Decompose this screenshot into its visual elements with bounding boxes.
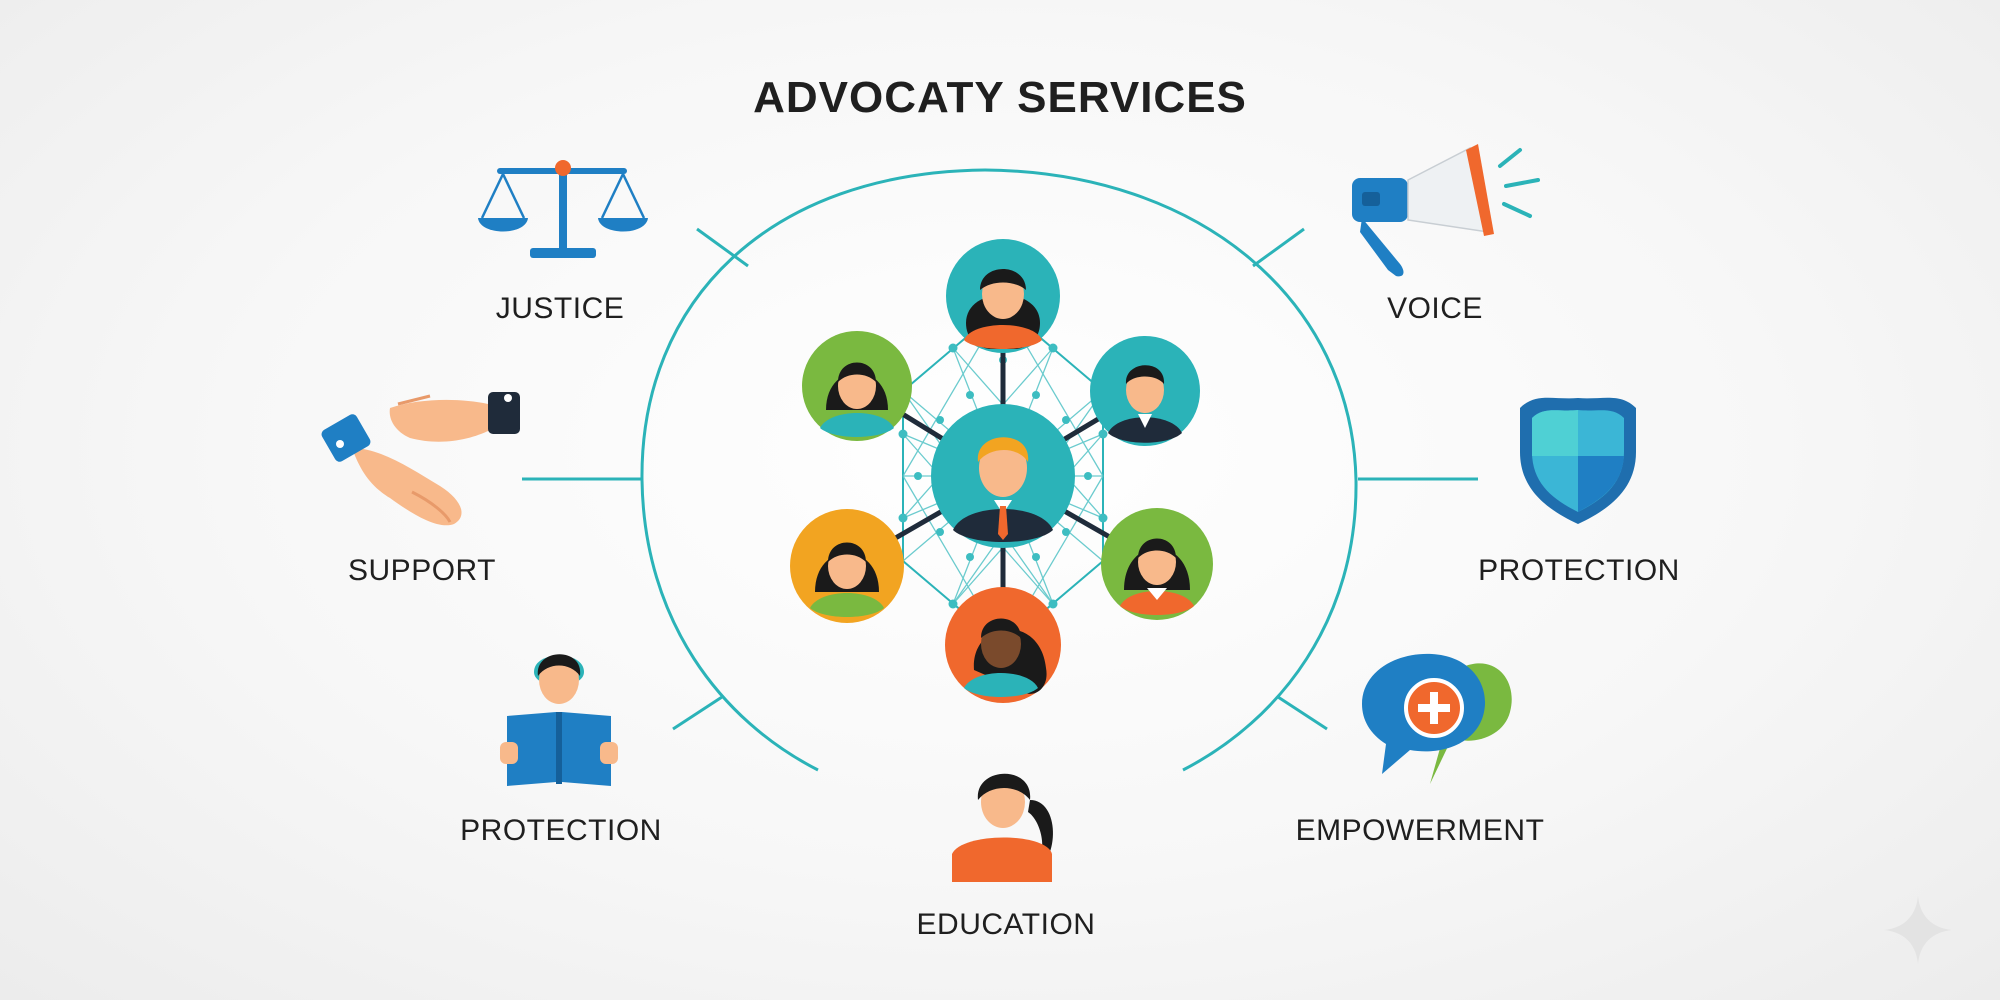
spoke-justice — [696, 227, 749, 268]
student-woman-icon — [952, 773, 1054, 882]
avatar-upper-right-man — [1090, 336, 1200, 446]
student-reading-icon — [500, 654, 618, 786]
label-empowerment: EMPOWERMENT — [1295, 814, 1545, 847]
label-support: SUPPORT — [348, 554, 496, 587]
spoke-voice — [1252, 227, 1305, 268]
label-protection-left: PROTECTION — [460, 814, 662, 847]
label-education: EDUCATION — [916, 908, 1096, 941]
people-network — [790, 239, 1213, 703]
avatar-top-woman — [946, 239, 1060, 353]
spoke-empowerment — [1277, 695, 1328, 731]
avatar-bottom-woman — [945, 587, 1061, 703]
scale-icon — [478, 160, 648, 258]
label-protection-right: PROTECTION — [1478, 554, 1680, 587]
helping-hands-icon — [321, 392, 520, 526]
avatar-upper-left-woman — [802, 331, 912, 441]
chat-bubbles-icon — [1362, 653, 1512, 784]
avatar-lower-left-woman — [790, 509, 904, 623]
spoke-protection-left — [672, 695, 723, 731]
diagram-title: ADVOCATY SERVICES — [753, 73, 1247, 122]
sparkle-icon — [1884, 896, 1952, 964]
shield-icon — [1520, 397, 1636, 524]
label-voice: VOICE — [1387, 292, 1483, 325]
avatar-lower-right-woman — [1101, 508, 1213, 620]
outer-arc-right — [984, 168, 1358, 772]
megaphone-icon — [1352, 144, 1540, 277]
avatar-center-man — [931, 404, 1075, 548]
label-justice: JUSTICE — [495, 292, 625, 325]
outer-arc-left — [640, 168, 986, 772]
